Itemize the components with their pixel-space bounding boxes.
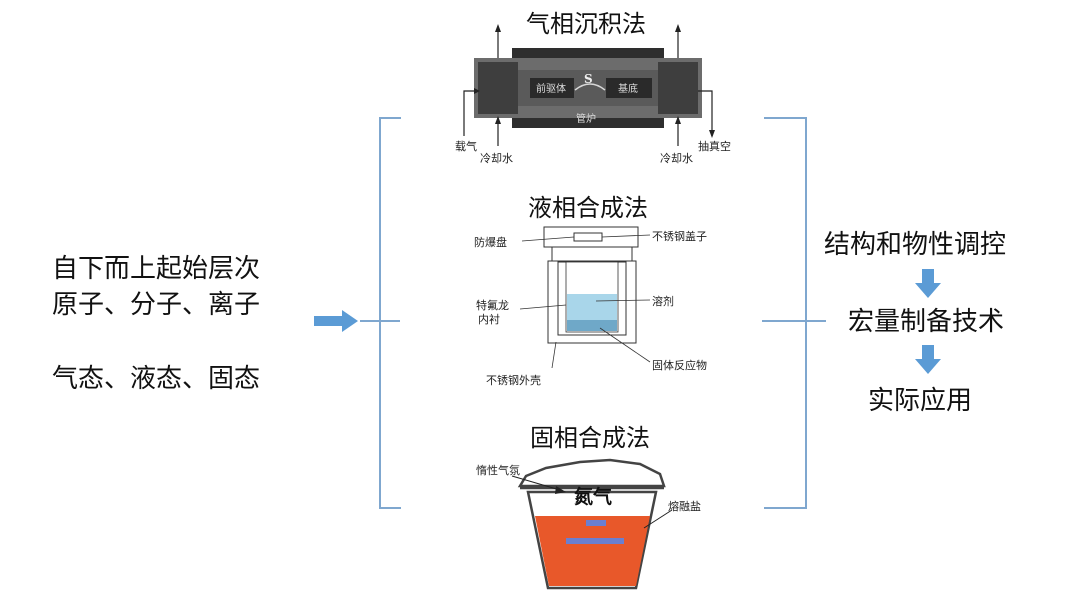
right-step-2: 宏量制备技术 <box>848 307 1005 337</box>
autoclave-solvent-label: 溶剂 <box>652 295 674 308</box>
autoclave-solid-reactant-label: 固体反应物 <box>652 359 707 372</box>
autoclave-shell-label: 不锈钢外壳 <box>486 374 541 387</box>
autoclave-liner-label-1: 特氟龙 <box>476 299 509 312</box>
cvd-title: 气相沉积法 <box>526 10 646 38</box>
right-step-3: 实际应用 <box>868 386 973 416</box>
autoclave-liner-label-2: 内衬 <box>478 313 500 326</box>
left-line-1: 自下而上起始层次 <box>52 254 261 284</box>
autoclave-burst-disk-label: 防爆盘 <box>474 236 507 249</box>
cvd-s-label: S <box>584 72 593 86</box>
crucible-inert-label: 惰性气氛 <box>476 464 520 477</box>
cvd-furnace-label: 管炉 <box>576 114 596 125</box>
liquid-title: 液相合成法 <box>528 194 648 222</box>
cvd-gas-label: 载气 <box>455 140 477 153</box>
crucible-molten-salt-label: 熔融盐 <box>668 500 701 513</box>
right-step-1: 结构和物性调控 <box>824 230 1007 260</box>
cvd-vacuum-label: 抽真空 <box>698 140 731 153</box>
crucible-nitrogen-label: 氮气 <box>574 486 613 508</box>
down-arrow-icon <box>915 269 941 298</box>
cvd-cooling-right-label: 冷却水 <box>660 152 693 165</box>
left-line-2: 原子、分子、离子 <box>52 290 261 320</box>
right-bracket <box>764 117 807 509</box>
crucible-illustration <box>511 458 673 590</box>
cvd-cooling-left-label: 冷却水 <box>480 152 513 165</box>
cvd-substrate-label: 基底 <box>618 84 638 95</box>
cvd-furnace-illustration <box>463 24 715 146</box>
cvd-precursor-label: 前驱体 <box>536 84 566 95</box>
right-arrow-icon <box>314 310 358 332</box>
autoclave-cap-label: 不锈钢盖子 <box>652 230 707 243</box>
left-line-3: 气态、液态、固态 <box>52 364 261 394</box>
autoclave-illustration <box>519 226 651 369</box>
left-bracket <box>360 117 401 509</box>
solid-title: 固相合成法 <box>530 424 650 452</box>
down-arrow-icon <box>915 345 941 374</box>
